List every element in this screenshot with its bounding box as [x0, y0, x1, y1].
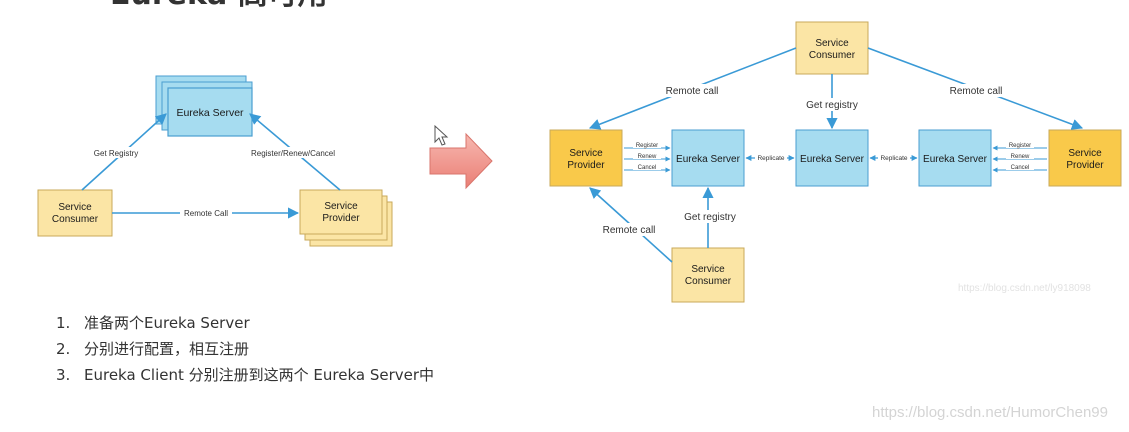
right-consumer-top: Service Consumer — [795, 21, 869, 75]
right-provider-left-label-1: Service — [569, 148, 603, 159]
right-server-2-label: Eureka Server — [800, 154, 865, 165]
step-number: 2. — [56, 340, 71, 358]
right-provider-right: Service Provider — [1048, 129, 1122, 187]
step-number: 1. — [56, 314, 71, 332]
label-replicate-2: Replicate — [880, 155, 907, 162]
right-provider-left: Service Provider — [549, 129, 623, 187]
step-item: 2. 分别进行配置，相互注册 — [56, 336, 434, 362]
right-server-3-label: Eureka Server — [923, 154, 988, 165]
transition-arrow-icon — [429, 132, 493, 190]
left-get-registry-label: Get Registry — [94, 149, 138, 158]
left-register-label: Register/Renew/Cancel — [251, 149, 335, 158]
left-server-label: Eureka Server — [176, 107, 244, 119]
right-remote-call-label-right: Remote call — [950, 86, 1003, 97]
right-get-registry-label-bottom: Get registry — [684, 212, 736, 223]
right-provider-left-label-2: Provider — [567, 160, 605, 171]
right-consumer-bottom-label-2: Consumer — [685, 276, 732, 287]
right-remote-call-label-left: Remote call — [666, 86, 719, 97]
left-consumer-label-2: Consumer — [52, 214, 99, 225]
right-get-registry-label-top: Get registry — [806, 100, 858, 111]
left-remote-call-label: Remote Call — [184, 209, 228, 218]
right-provider-right-label-1: Service — [1068, 148, 1102, 159]
right-server-3: Eureka Server — [918, 129, 992, 187]
label-register-right: Register — [1009, 143, 1031, 149]
right-consumer-top-label-1: Service — [815, 38, 849, 49]
right-consumer-bottom: Service Consumer — [671, 247, 745, 303]
right-server-2: Eureka Server — [795, 129, 869, 187]
step-number: 3. — [56, 366, 71, 384]
left-service-consumer: Service Consumer — [37, 189, 113, 237]
watermark-outer: https://blog.csdn.net/HumorChen99 — [872, 404, 1108, 421]
left-service-provider: Service Provider — [299, 189, 383, 235]
left-provider-label-2: Provider — [322, 213, 360, 224]
label-renew-left: Renew — [638, 154, 657, 160]
label-cancel-left: Cancel — [638, 165, 657, 171]
mouse-cursor-icon — [434, 124, 449, 146]
page-title: Eureka 高可用 — [110, 0, 328, 12]
right-server-1-label: Eureka Server — [676, 154, 741, 165]
right-diagram: Service Consumer Service Provider Eureka… — [549, 21, 1122, 303]
right-consumer-top-label-2: Consumer — [809, 50, 856, 61]
label-cancel-right: Cancel — [1011, 165, 1030, 171]
step-text: 分别进行配置，相互注册 — [84, 340, 250, 358]
step-item: 1. 准备两个Eureka Server — [56, 310, 434, 336]
step-text: 准备两个Eureka Server — [84, 314, 250, 332]
step-text: Eureka Client 分别注册到这两个 Eureka Server中 — [84, 366, 435, 384]
step-item: 3. Eureka Client 分别注册到这两个 Eureka Server中 — [56, 362, 434, 388]
left-eureka-server: Eureka Server — [167, 87, 253, 137]
right-provider-right-label-2: Provider — [1066, 160, 1104, 171]
label-renew-right: Renew — [1011, 154, 1030, 160]
right-consumer-bottom-label-1: Service — [691, 264, 725, 275]
steps-list: 1. 准备两个Eureka Server 2. 分别进行配置，相互注册 3. Eure… — [56, 310, 434, 388]
label-replicate-1: Replicate — [757, 155, 784, 162]
right-server-1: Eureka Server — [671, 129, 745, 187]
label-register-left: Register — [636, 143, 658, 149]
left-consumer-label-1: Service — [58, 202, 92, 213]
left-diagram: Eureka Server Service Consumer Service P… — [37, 75, 393, 247]
left-provider-label-1: Service — [324, 201, 358, 212]
right-remote-call-label-bottom: Remote call — [603, 225, 656, 236]
watermark-inner: https://blog.csdn.net/ly918098 — [958, 283, 1091, 294]
